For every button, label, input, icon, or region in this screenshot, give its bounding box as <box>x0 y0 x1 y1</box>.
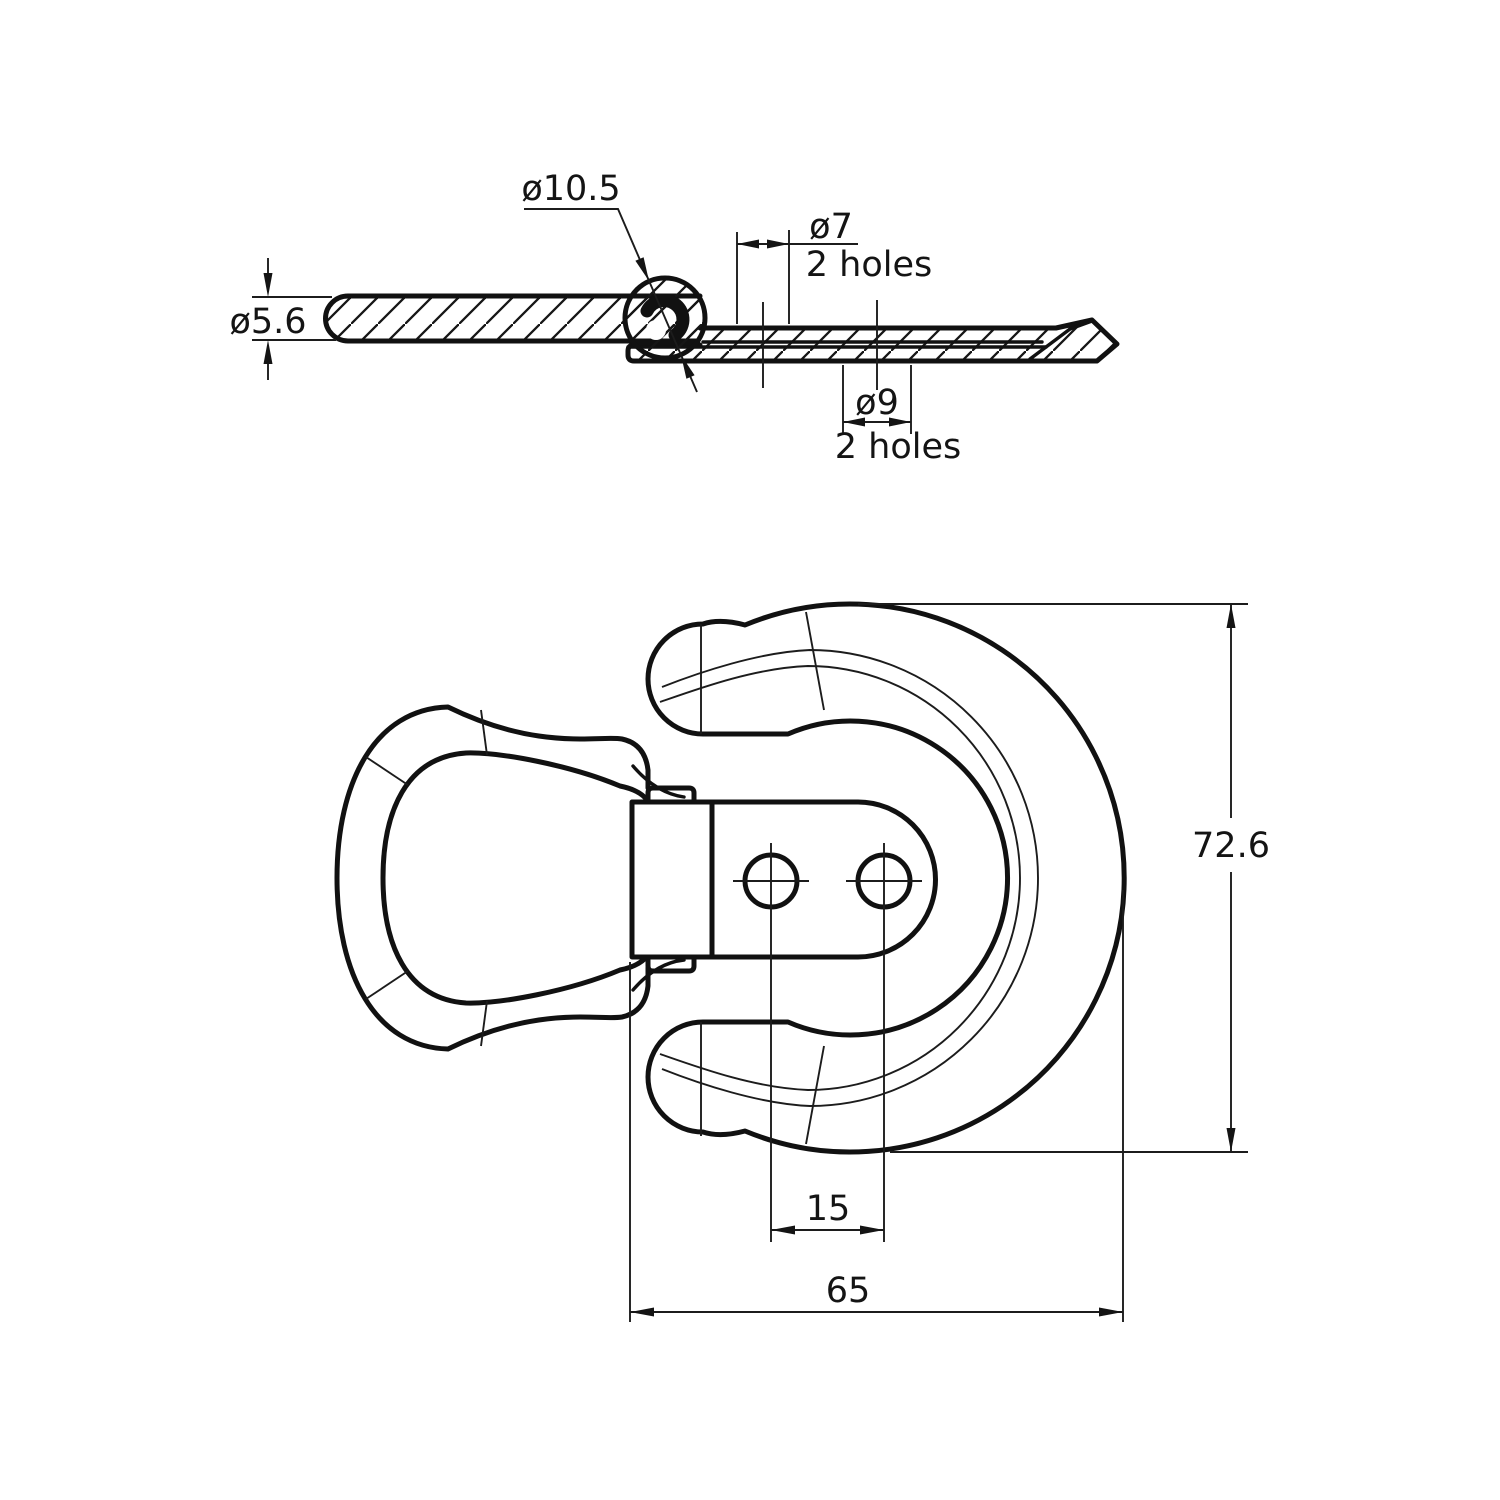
d-ring-break-line <box>365 756 409 786</box>
dim-text-bar: ø5.6 <box>229 302 306 342</box>
dim-small-holes: ø7 2 holes <box>736 207 932 324</box>
ring-bar-section <box>323 293 703 344</box>
hook-body <box>645 601 1127 1155</box>
hook-groove-line-outer <box>661 649 1039 1107</box>
hook-groove-line-inner <box>659 665 1021 1091</box>
dim-text-large-holes: ø9 <box>855 383 899 423</box>
tip-fold-line <box>1028 327 1072 361</box>
hinge-tube <box>631 764 697 992</box>
bracket-plate <box>629 799 938 960</box>
dim-note-small-holes: 2 holes <box>806 245 932 285</box>
hole-crosshair <box>846 843 922 919</box>
dim-text-small-holes: ø7 <box>809 207 853 247</box>
d-ring-inner <box>380 750 651 1006</box>
plate-section <box>625 317 1120 364</box>
dim-text-hole-pitch: 15 <box>806 1189 851 1229</box>
d-ring-break-line <box>480 709 488 756</box>
dim-text-overall-height: 72.6 <box>1192 826 1270 866</box>
hook-break-line <box>805 1045 825 1145</box>
d-ring-break-line <box>365 970 409 1000</box>
dim-bar-diameter: ø5.6 <box>229 258 336 380</box>
hole-crosshair <box>733 843 809 919</box>
dim-note-large-holes: 2 holes <box>835 427 961 467</box>
d-ring-break-line <box>480 1000 488 1047</box>
tip-fold-line-2 <box>1068 319 1094 331</box>
hook-break-line <box>805 611 825 711</box>
dim-pin-diameter: ø10.5 <box>521 169 698 393</box>
dim-overall-height: 72.6 <box>858 603 1270 1153</box>
dim-overall-width: 65 <box>629 890 1124 1322</box>
side-view: ø10.5 ø7 2 holes ø5.6 <box>229 169 1120 467</box>
d-ring <box>334 704 651 1052</box>
dim-text-overall-width: 65 <box>826 1271 871 1311</box>
d-ring-outer <box>334 704 651 1052</box>
plan-view: 72.6 15 65 <box>334 601 1270 1322</box>
dim-large-holes: ø9 2 holes <box>835 365 961 467</box>
dim-hole-pitch: 15 <box>770 919 885 1242</box>
dim-text-pin: ø10.5 <box>521 169 620 209</box>
